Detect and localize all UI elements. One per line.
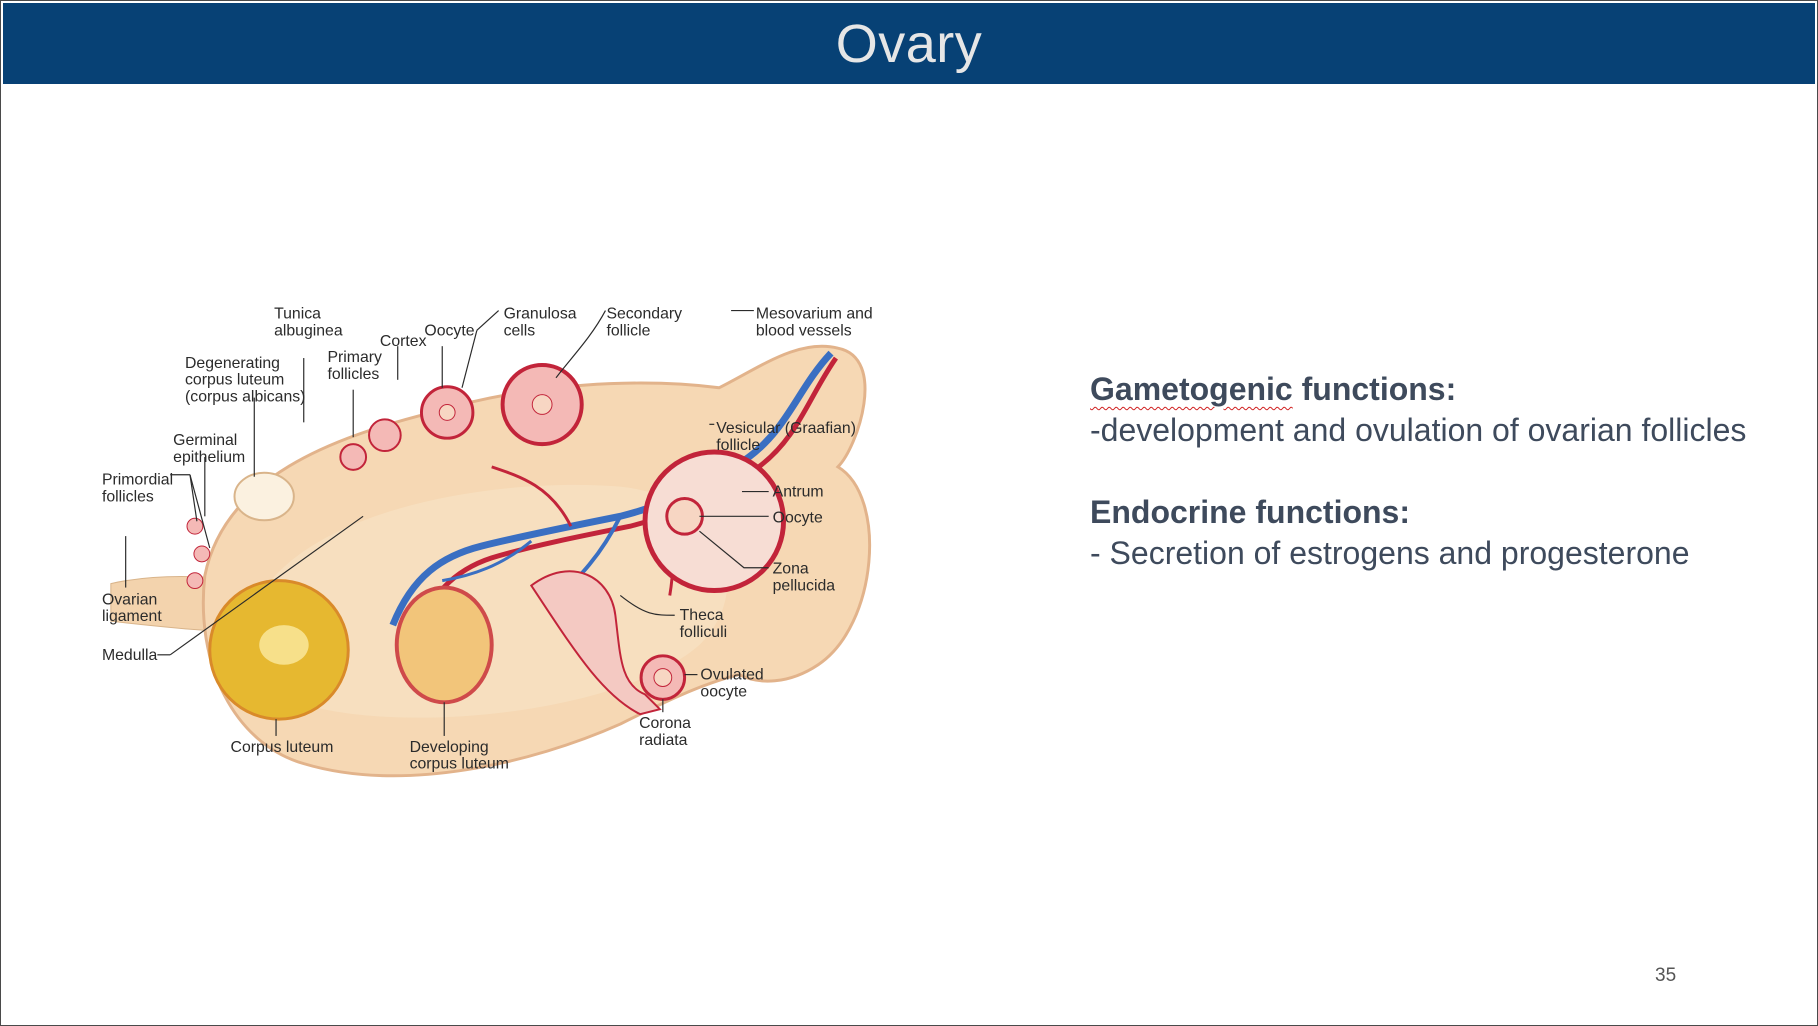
spacer [1090,451,1790,492]
primary-follicle [368,418,402,453]
label-tunica-albuginea: Tunica [274,305,321,322]
title-bar: Ovary [3,3,1815,84]
primordial-follicle [193,545,211,563]
label-primordial-follicles: Primordial [102,472,173,489]
label-oocyte-top: Oocyte [424,322,474,339]
label-zona-pellucida: Zona [773,561,809,578]
ovary-diagram: Tunica albuginea Cortex Oocyte Granulosa… [96,261,1016,831]
label-zona-pellucida-2: pellucida [773,578,836,595]
gametogenic-heading-word: Gametogenic [1090,371,1293,407]
growing-oocyte [438,404,456,421]
label-mesovarium-2: blood vessels [756,322,852,339]
label-developing-corpus-luteum: Developing [410,739,489,756]
label-secondary-follicle: Secondary [606,305,682,322]
secondary-oocyte [531,394,553,415]
label-theca-folliculi: Theca [680,607,724,624]
corpus-albicans [233,471,295,522]
ovulated-oocyte-core [653,668,673,687]
label-corona-radiata: Corona [639,715,691,732]
label-secondary-follicle-2: follicle [606,322,650,339]
label-ovarian-ligament: Ovarian [102,591,157,608]
vesicular-follicle [642,449,786,593]
follicle-oocyte [665,497,704,536]
endocrine-heading: Endocrine functions: [1090,494,1410,530]
label-granulosa-cells-2: cells [504,322,536,339]
label-germinal-epithelium-2: epithelium [173,449,245,466]
page-number: 35 [1655,965,1677,986]
label-antrum: Antrum [773,484,824,501]
label-degenerating-corpus-luteum-2: corpus luteum [185,372,284,389]
blood-vessel-red [410,356,838,637]
primary-follicle [339,443,368,471]
label-theca-folliculi-2: folliculi [680,624,727,641]
gametogenic-body: -development and ovulation of ovarian fo… [1090,412,1747,448]
label-ovarian-ligament-2: ligament [102,608,162,625]
label-germinal-epithelium: Germinal [173,432,237,449]
label-degenerating-corpus-luteum-3: (corpus albicans) [185,389,305,406]
label-degenerating-corpus-luteum: Degenerating [185,355,280,372]
corpus-luteum-core [259,625,309,665]
label-primordial-follicles-2: follicles [102,488,154,505]
label-granulosa-cells: Granulosa [504,305,577,322]
label-primary-follicles: Primary [327,349,382,366]
label-vesicular-follicle: Vesicular (Graafian) [716,420,856,437]
ruptured-follicle [529,570,662,716]
developing-corpus-luteum [394,585,494,705]
gametogenic-heading: Gametogenic functions: [1090,369,1790,410]
vessel-branch [441,539,533,583]
text-panel: Gametogenic functions: -development and … [1090,369,1790,574]
vessel-branch [491,465,573,527]
label-mesovarium: Mesovarium and [756,305,873,322]
primordial-follicle [186,517,204,535]
slide-title: Ovary [835,13,983,74]
label-ovulated-oocyte-2: oocyte [700,683,747,700]
primordial-follicle [186,572,204,590]
label-corpus-luteum: Corpus luteum [231,739,334,756]
label-vesicular-follicle-2: follicle [716,437,760,454]
label-primary-follicles-2: follicles [327,366,379,383]
ovary-illustration: Tunica albuginea Cortex Oocyte Granulosa… [102,305,873,778]
gametogenic-heading-rest: functions: [1292,371,1457,407]
label-tunica-albuginea-2: albuginea [274,322,343,339]
label-cortex: Cortex [380,333,427,350]
endocrine-body: - Secretion of estrogens and progesteron… [1090,535,1690,571]
label-corona-radiata-2: radiata [639,732,688,749]
blood-vessel-blue [389,350,834,627]
leader-lines [125,309,769,736]
label-oocyte-right: Oocyte [773,509,823,526]
label-developing-corpus-luteum-2: corpus luteum [410,756,509,773]
label-ovulated-oocyte: Ovulated [700,667,763,684]
label-medulla: Medulla [102,647,158,664]
